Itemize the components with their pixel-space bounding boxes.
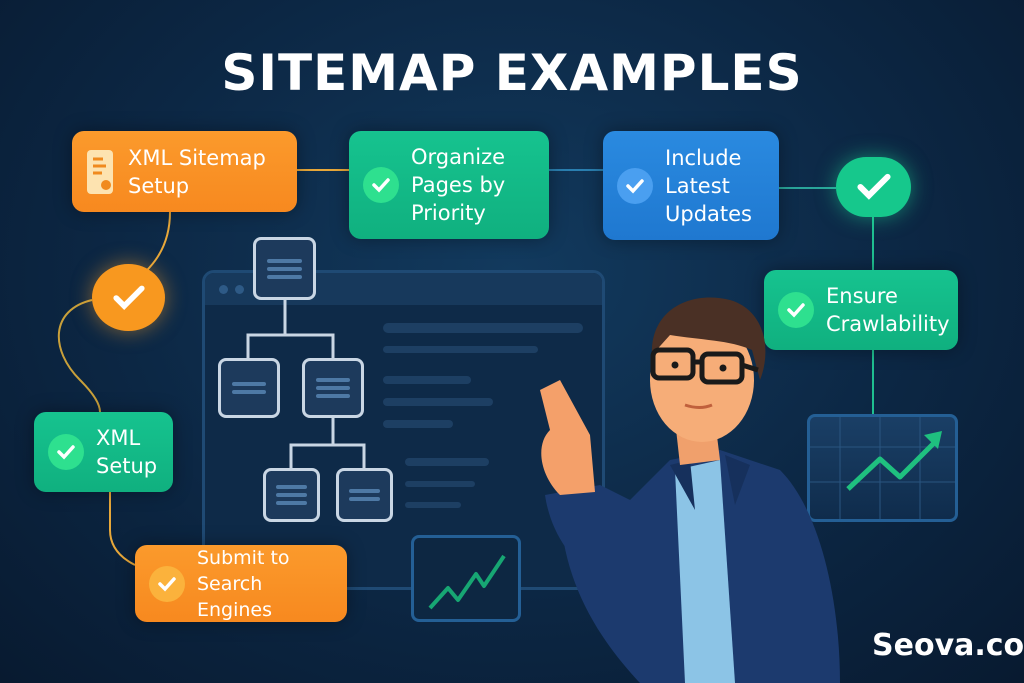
card-label: Ensure bbox=[826, 284, 898, 308]
card-label: Priority bbox=[411, 201, 486, 225]
trend-line-icon bbox=[428, 554, 506, 610]
tree-node bbox=[302, 358, 364, 418]
page-title: SITEMAP EXAMPLES bbox=[221, 44, 803, 102]
document-gear-icon bbox=[87, 149, 113, 194]
card-label: Updates bbox=[665, 201, 752, 226]
tree-node bbox=[218, 358, 280, 418]
card-label: Include bbox=[665, 145, 742, 170]
card-label: Organize bbox=[411, 145, 506, 169]
brand-logo: Seova.co bbox=[872, 628, 1024, 663]
person-illustration bbox=[540, 297, 840, 683]
card-label: Latest bbox=[665, 173, 730, 198]
tree-node bbox=[263, 468, 320, 522]
card-label: Search Engines bbox=[197, 572, 273, 621]
card-label: Setup bbox=[96, 454, 158, 478]
card-label: Pages by bbox=[411, 173, 506, 197]
tree-node bbox=[336, 468, 393, 522]
check-icon bbox=[856, 173, 891, 200]
browser-window bbox=[202, 270, 605, 590]
trend-arrow-icon bbox=[810, 417, 955, 519]
card-xml-setup: XML Setup bbox=[34, 412, 173, 492]
window-dot bbox=[235, 285, 244, 294]
check-icon bbox=[778, 292, 814, 328]
check-icon bbox=[617, 167, 653, 204]
tree-node-root bbox=[253, 237, 316, 300]
check-badge-orange bbox=[92, 264, 165, 331]
check-badge-green bbox=[836, 157, 911, 217]
card-label: Submit to bbox=[197, 546, 290, 569]
card-label: XML bbox=[96, 426, 141, 450]
window-dot bbox=[219, 285, 228, 294]
card-submit-search-engines: Submit to Search Engines bbox=[135, 545, 347, 622]
card-label: XML Sitemap bbox=[128, 145, 266, 170]
check-icon bbox=[149, 565, 185, 602]
growth-chart-small bbox=[411, 535, 521, 622]
check-icon bbox=[112, 285, 145, 310]
check-icon bbox=[363, 167, 399, 203]
growth-chart-large bbox=[807, 414, 958, 522]
card-label: Setup bbox=[128, 173, 190, 198]
check-icon bbox=[48, 434, 84, 470]
card-label: Crawlability bbox=[826, 312, 950, 336]
